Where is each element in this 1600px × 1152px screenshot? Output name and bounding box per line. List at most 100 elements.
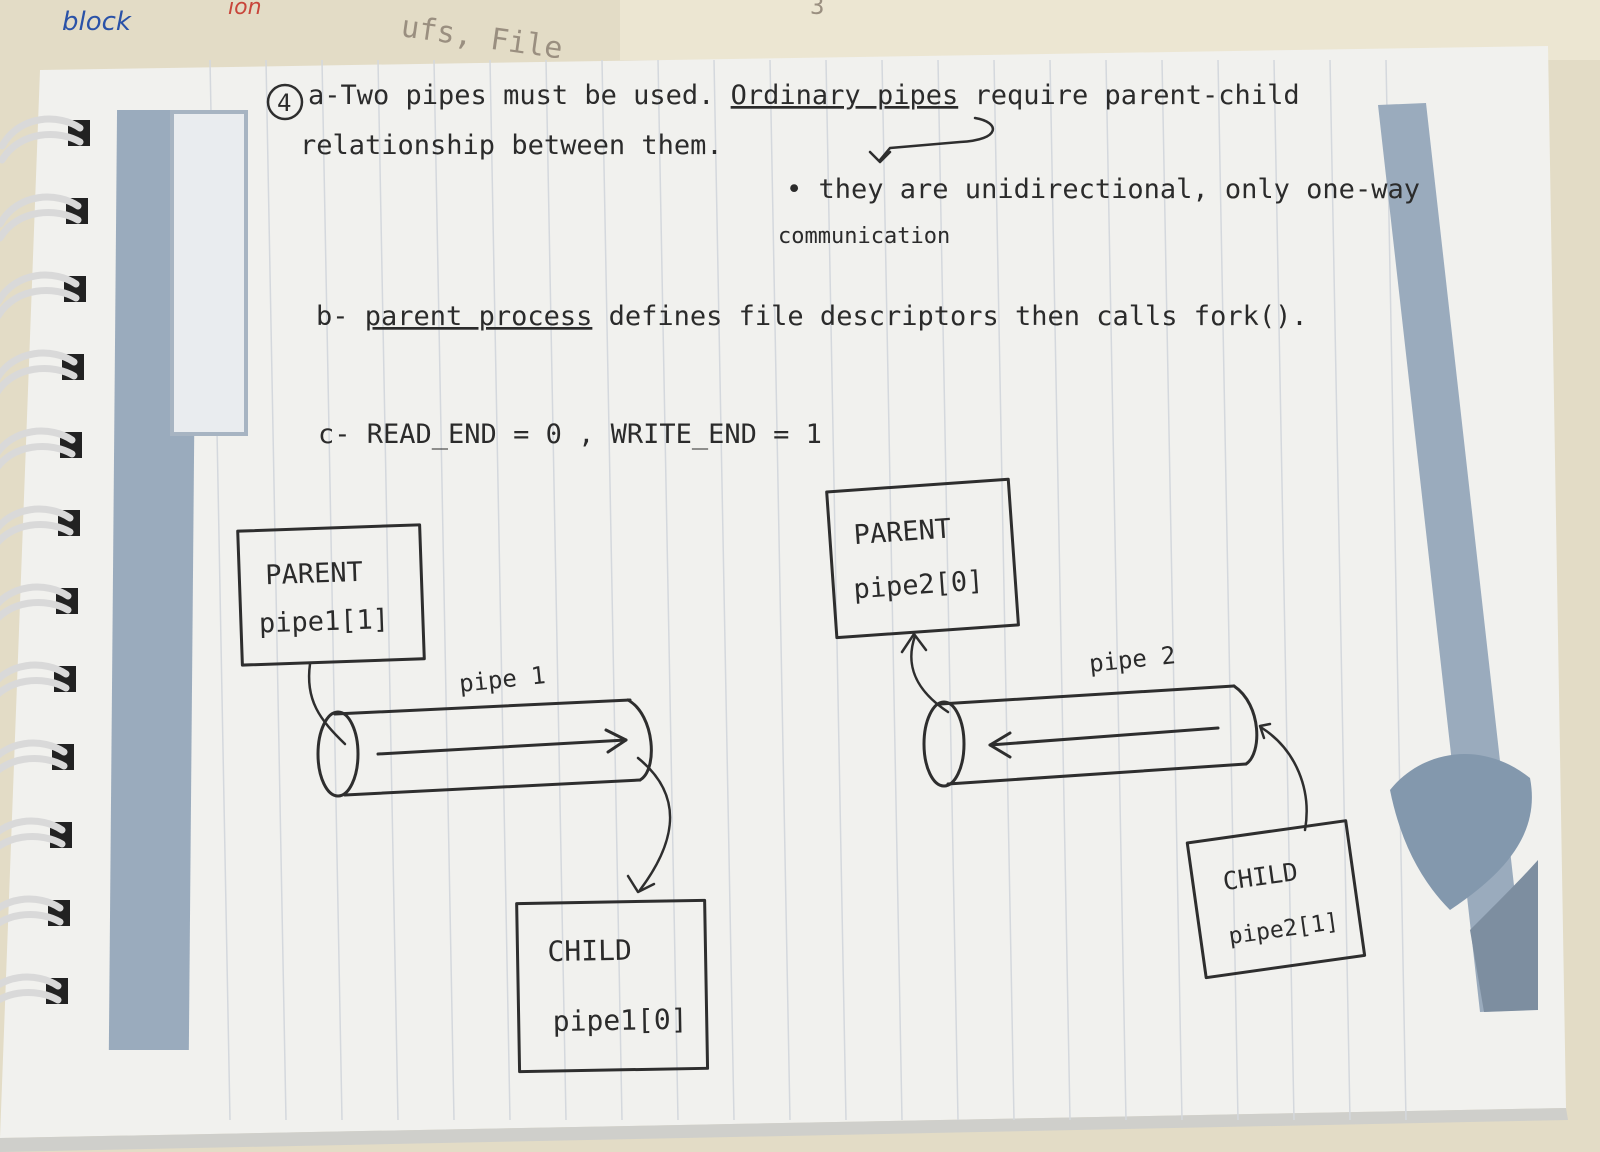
spiral-ring — [0, 661, 76, 698]
note-pointer-arrow — [878, 116, 994, 162]
spiral-wire — [0, 349, 78, 381]
d1-child-fd: pipe1[0] — [552, 1003, 687, 1038]
spiral-wire — [0, 973, 62, 990]
spiral-wire — [0, 521, 74, 546]
d2-child-connector — [1260, 726, 1308, 832]
note-pointer-arrowhead — [868, 150, 892, 164]
page-edge — [0, 1108, 1568, 1152]
d2-pipe-left-end — [922, 700, 966, 788]
ruled-line — [937, 59, 959, 1121]
notebook-page — [0, 46, 1568, 1152]
d2-pipe-right-end — [1232, 684, 1259, 766]
part-a-underlined: Ordinary pipes — [731, 80, 959, 111]
spiral-wire — [0, 817, 66, 835]
ruled-line — [377, 59, 399, 1121]
part-a-prefix: a-Two pipes must be used. — [308, 80, 731, 111]
page-sheet — [0, 46, 1566, 1138]
part-a-line1: a-Two pipes must be used. Ordinary pipes… — [308, 80, 1300, 111]
spiral-ring — [0, 427, 82, 470]
d1-child-connector — [636, 756, 672, 892]
spiral-wire — [0, 209, 82, 242]
spiral-wire — [0, 193, 82, 228]
spiral-binding — [0, 115, 90, 1004]
d1-pipe-right-end — [626, 698, 653, 782]
spiral-ring — [0, 895, 70, 927]
ruled-line — [321, 59, 343, 1121]
spiral-wire — [0, 131, 84, 164]
ruled-line — [1105, 59, 1127, 1121]
part-a-note-line2: communication — [778, 224, 950, 249]
ruled-line — [489, 59, 511, 1121]
spiral-ring — [0, 817, 72, 850]
d1-child-arrowhead — [626, 874, 656, 894]
answer-block: 4 a-Two pipes must be used. Ordinary pip… — [266, 80, 1420, 450]
part-a-line2: relationship between them. — [300, 130, 723, 161]
spiral-ring — [0, 973, 68, 1004]
d1-parent-label: PARENT — [265, 557, 364, 591]
ruled-line — [769, 59, 791, 1121]
d2-flow-arrowhead — [988, 731, 1012, 759]
spiral-wire — [0, 365, 78, 395]
d2-parent-arrowhead — [900, 632, 928, 654]
spiral-ring — [0, 115, 90, 164]
d2-pipe-cylinder — [922, 684, 1259, 788]
spiral-wire — [0, 583, 72, 607]
ruled-line — [433, 59, 455, 1121]
ruled-line — [1385, 59, 1407, 1121]
d1-flow-arrow — [376, 738, 628, 756]
d2-pipe-body — [938, 684, 1248, 786]
part-c: c- READ_END = 0 , WRITE_END = 1 — [318, 419, 822, 450]
d1-pipe-cylinder — [316, 698, 653, 798]
spiral-wire — [0, 755, 68, 774]
part-b-suffix: defines file descriptors then calls fork… — [592, 301, 1307, 332]
decorative-logo-tail — [1470, 860, 1538, 1012]
spiral-wire — [0, 739, 68, 759]
left-band-window — [170, 110, 248, 436]
ruled-line — [1273, 59, 1295, 1121]
decorative-logo-shape — [1390, 753, 1532, 910]
spiral-wire — [0, 505, 74, 531]
d1-parent-rect — [236, 523, 426, 667]
d2-flow-arrow — [988, 726, 1220, 747]
answer-number: 4 — [277, 89, 291, 117]
answer-number-circle — [266, 83, 304, 121]
part-b-underlined: parent process — [365, 301, 593, 332]
ruled-line — [265, 59, 287, 1121]
ruled-line — [881, 59, 903, 1121]
d1-pipe-left-end — [316, 710, 360, 798]
d1-child-rect — [515, 898, 710, 1074]
ruled-lines — [209, 59, 1407, 1121]
d1-parent-connector — [307, 662, 347, 746]
spiral-wire — [0, 833, 66, 850]
d1-child-label: CHILD — [547, 934, 632, 968]
part-a-note-line1: • they are unidirectional, only one-way — [786, 174, 1420, 205]
d2-parent-label: PARENT — [853, 513, 952, 551]
spiral-ring — [0, 349, 84, 395]
bg-snippet-block: block — [62, 7, 132, 37]
spiral-wire — [0, 599, 72, 621]
spiral-wire — [0, 661, 70, 683]
spiral-wire — [0, 911, 64, 927]
d2-child-arrowhead — [1258, 722, 1272, 740]
ruled-line — [1161, 59, 1183, 1121]
d1-parent-box: PARENT pipe1[1] — [236, 523, 426, 667]
spiral-wire — [0, 287, 80, 319]
spiral-ring — [0, 193, 88, 242]
spiral-wire — [0, 271, 80, 305]
spiral-wire — [0, 895, 64, 912]
ruled-line — [825, 59, 847, 1121]
d1-flow-arrowhead — [604, 728, 628, 754]
d2-parent-rect — [825, 477, 1020, 640]
spiral-wire — [0, 427, 76, 456]
ruled-line — [1217, 59, 1239, 1121]
spiral-ring — [0, 505, 80, 546]
spiral-ring — [0, 583, 78, 621]
part-b: b- parent process defines file descripto… — [316, 301, 1308, 332]
ruled-line — [601, 59, 623, 1121]
part-a-suffix: require parent-child — [958, 80, 1299, 111]
ruled-line — [713, 59, 735, 1121]
diagram-pipe1: PARENT pipe1[1] pipe 1 CHILD pipe1[0] — [236, 523, 710, 1074]
spiral-wire — [0, 989, 62, 1004]
d1-pipe-body — [333, 698, 642, 797]
